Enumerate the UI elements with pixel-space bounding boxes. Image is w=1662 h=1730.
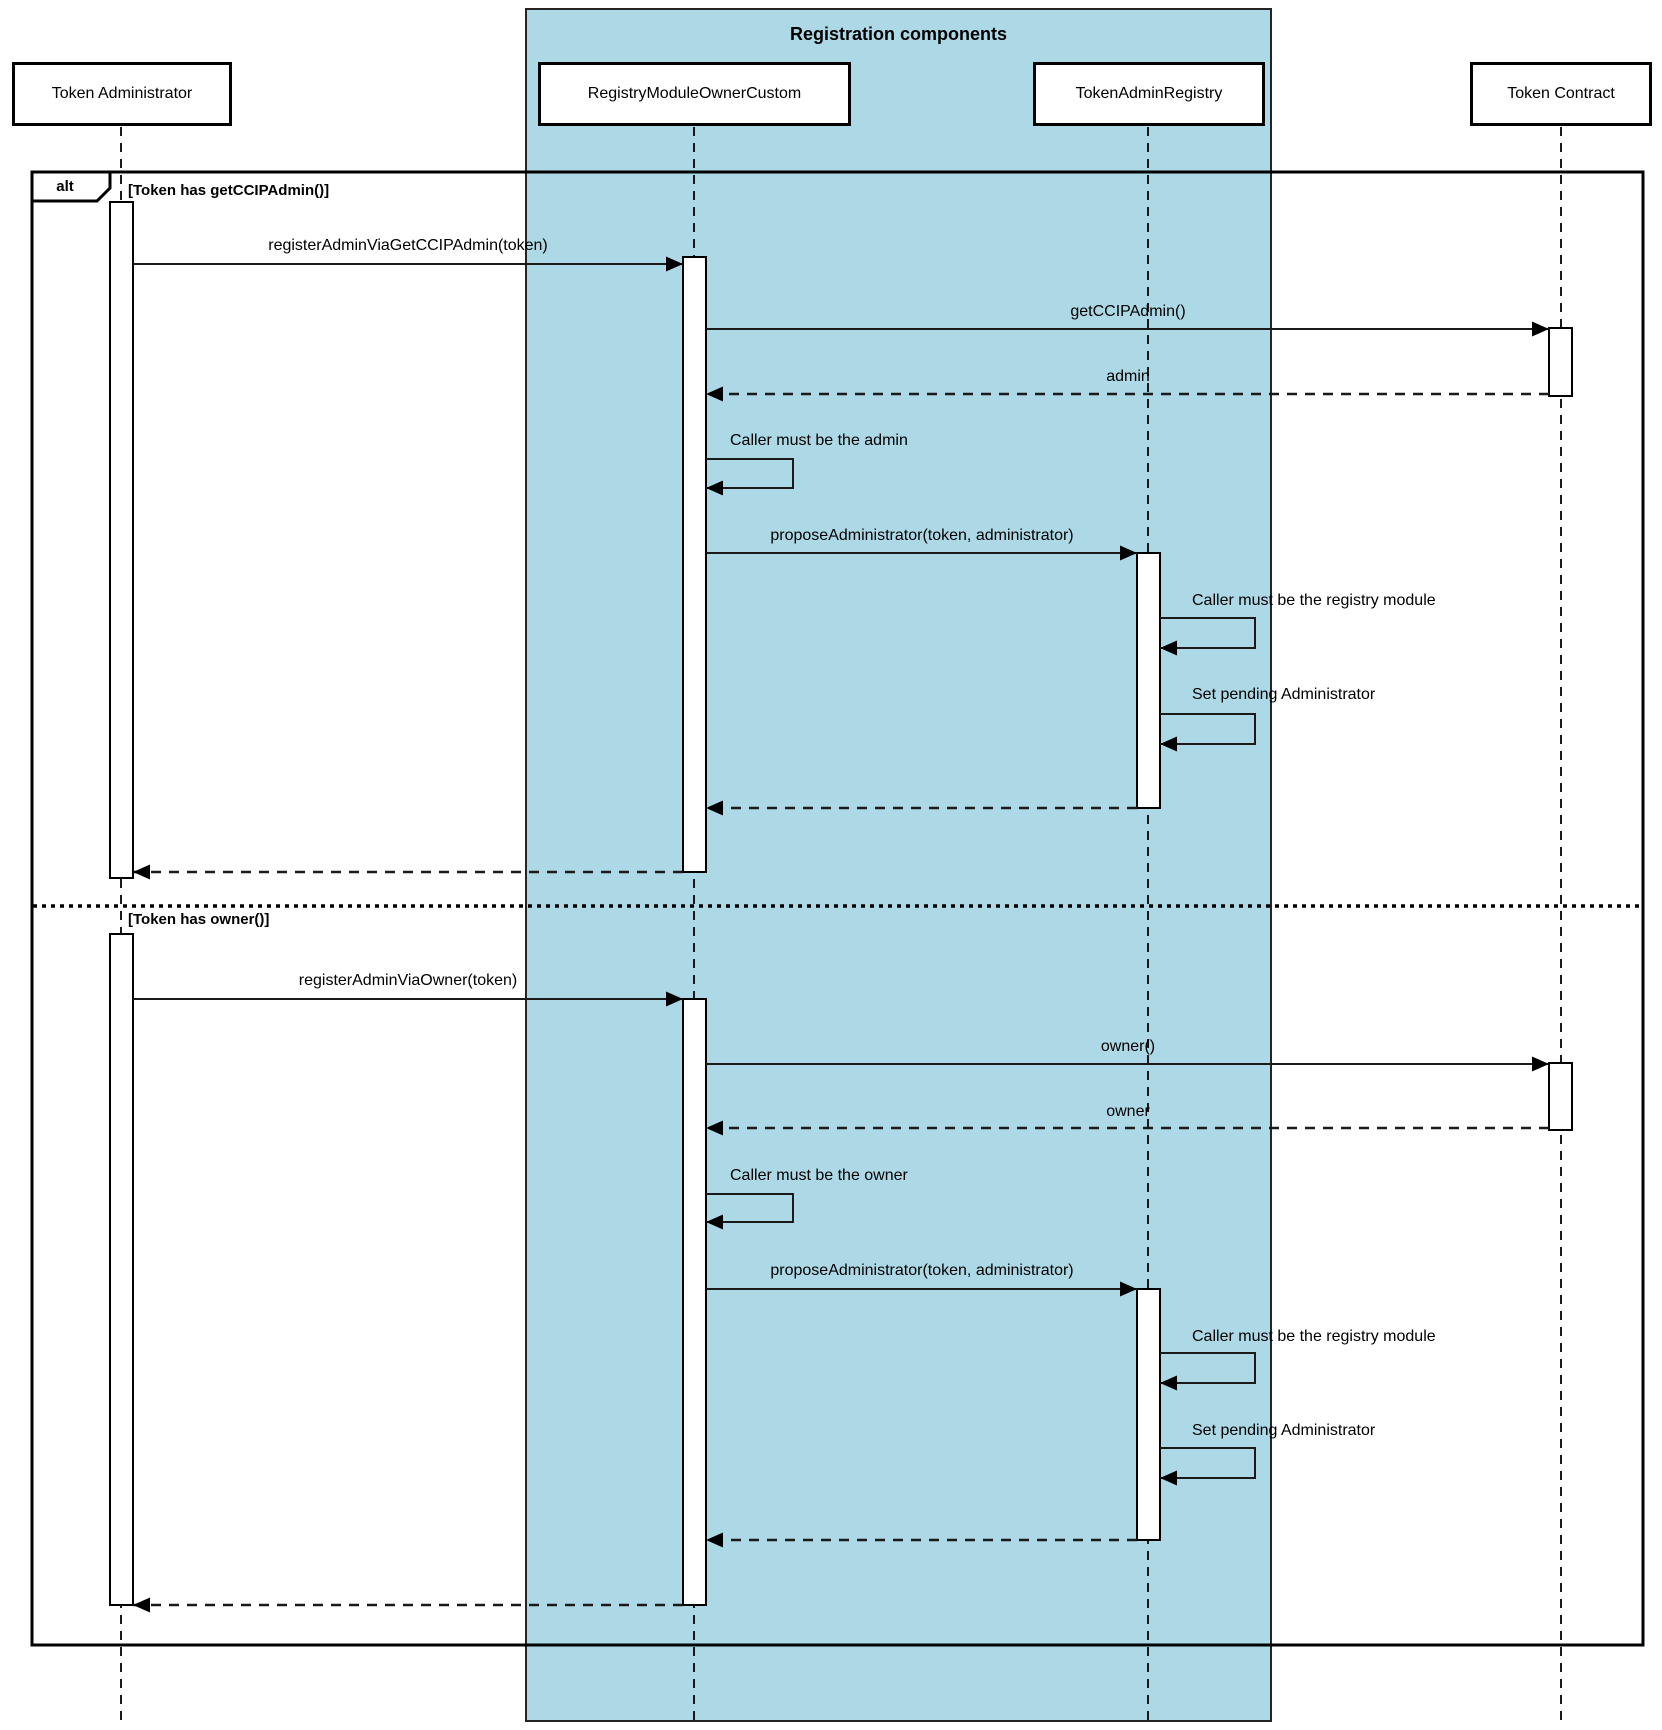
participant-label: RegistryModuleOwnerCustom <box>587 85 802 102</box>
alt-guard-1: [Token has getCCIPAdmin()] <box>128 182 330 199</box>
message-label: Set pending Administrator <box>1192 1422 1376 1439</box>
message-label: registerAdminViaOwner(token) <box>298 972 518 989</box>
message-label: admin <box>1106 368 1150 385</box>
self-arrow-caller-registry-module-2 <box>1160 1352 1256 1391</box>
message-label: Caller must be the registry module <box>1192 1328 1436 1345</box>
activation-token-administrator-1 <box>109 201 134 879</box>
group-title: Registration components <box>789 24 1008 44</box>
participant-label: TokenAdminRegistry <box>1075 85 1223 102</box>
activation-token-contract-2 <box>1548 1062 1573 1131</box>
participant-registry-module-owner-custom: RegistryModuleOwnerCustom <box>538 62 851 126</box>
message-label: proposeAdministrator(token, administrato… <box>770 1262 1074 1279</box>
activation-registry-module-1 <box>682 256 707 873</box>
activation-bars <box>109 201 1573 1606</box>
alt-frame <box>30 170 1645 1647</box>
activation-token-contract-1 <box>1548 327 1573 397</box>
activation-registry-module-2 <box>682 998 707 1606</box>
activation-token-administrator-2 <box>109 933 134 1606</box>
alt-guard-2: [Token has owner()] <box>128 911 270 928</box>
participant-token-administrator: Token Administrator <box>12 62 232 126</box>
participant-token-admin-registry: TokenAdminRegistry <box>1033 62 1265 126</box>
participant-token-contract: Token Contract <box>1470 62 1652 126</box>
activation-token-admin-registry-1 <box>1136 552 1161 809</box>
message-label: owner <box>1106 1103 1150 1120</box>
lifelines <box>120 127 1562 1726</box>
activation-token-admin-registry-2 <box>1136 1288 1161 1541</box>
self-message-arrows <box>706 458 1256 1486</box>
alt-operator-label: alt <box>56 178 74 195</box>
message-label: getCCIPAdmin() <box>1070 303 1186 320</box>
message-label: owner() <box>1100 1038 1156 1055</box>
message-label: Caller must be the registry module <box>1192 592 1436 609</box>
self-arrow-set-pending-admin-2 <box>1160 1447 1256 1486</box>
message-label: Caller must be the owner <box>730 1167 908 1184</box>
self-arrow-caller-must-be-owner <box>706 1193 794 1230</box>
participant-label: Token Administrator <box>51 85 193 102</box>
self-arrow-caller-registry-module-1 <box>1160 617 1256 656</box>
alt-operator-pentagon <box>30 170 112 203</box>
return-arrows <box>133 386 1549 1613</box>
participant-label: Token Contract <box>1507 85 1615 102</box>
alt-frame-border <box>30 170 1645 1647</box>
message-label: proposeAdministrator(token, administrato… <box>770 527 1074 544</box>
message-label: Set pending Administrator <box>1192 686 1376 703</box>
message-label: registerAdminViaGetCCIPAdmin(token) <box>268 237 548 254</box>
call-arrows <box>133 256 1549 1297</box>
message-label: Caller must be the admin <box>730 432 908 449</box>
self-arrow-set-pending-admin-1 <box>1160 713 1256 752</box>
self-arrow-caller-must-be-admin <box>706 458 794 496</box>
